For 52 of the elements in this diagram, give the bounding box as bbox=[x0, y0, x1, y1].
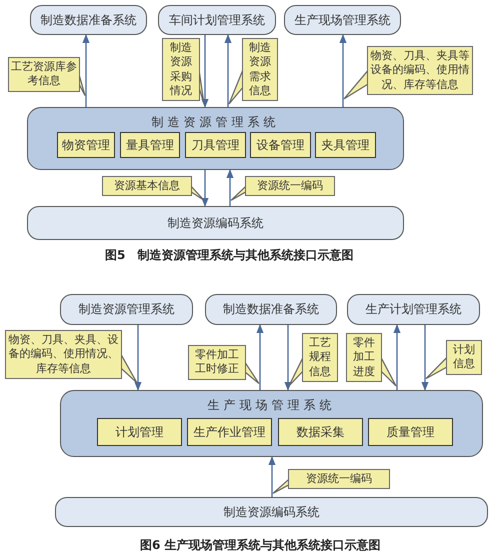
arrow bbox=[339, 34, 347, 107]
system-name: 质量管理 bbox=[386, 424, 434, 440]
figure-caption: 图5 制造资源管理系统与其他系统接口示意图 bbox=[105, 247, 354, 264]
system-name: 生产现场管理系统 bbox=[294, 12, 390, 28]
arrow bbox=[226, 169, 234, 206]
system-name: 生产计划管理系统 bbox=[366, 301, 462, 318]
system-group-box bbox=[27, 107, 404, 170]
system-name: 制造数据准备系统 bbox=[223, 301, 319, 318]
arrow bbox=[201, 35, 209, 108]
system-box bbox=[158, 5, 276, 35]
system-name: 制造资源编码系统 bbox=[224, 504, 320, 520]
system-name: 夹具管理 bbox=[322, 136, 370, 154]
group-title: 生产现场管理系统 bbox=[208, 397, 336, 414]
group-title: 制造资源管理系统 bbox=[152, 114, 280, 131]
system-name: 量具管理 bbox=[126, 136, 174, 154]
module-box bbox=[97, 418, 182, 446]
system-box bbox=[347, 294, 480, 325]
arrow bbox=[134, 325, 142, 391]
arrow bbox=[393, 324, 401, 390]
system-name: 物资管理 bbox=[62, 136, 110, 154]
system-box bbox=[284, 5, 401, 35]
system-box bbox=[55, 497, 488, 527]
system-box bbox=[60, 294, 193, 325]
module-box bbox=[315, 132, 376, 158]
module-box bbox=[278, 418, 363, 446]
module-box bbox=[368, 418, 453, 446]
system-box bbox=[27, 206, 404, 240]
system-box bbox=[30, 5, 147, 35]
module-box bbox=[57, 132, 115, 158]
system-group-box bbox=[60, 390, 483, 457]
arrow bbox=[284, 325, 292, 391]
system-name: 生产作业管理 bbox=[194, 424, 266, 440]
arrow bbox=[256, 324, 264, 390]
module-box bbox=[120, 132, 180, 158]
system-box bbox=[205, 294, 337, 325]
system-name: 车间计划管理系统 bbox=[169, 12, 265, 28]
system-name: 数据采集 bbox=[296, 424, 344, 440]
system-name: 制造数据准备系统 bbox=[40, 12, 136, 28]
module-box bbox=[185, 132, 246, 158]
system-name: 刀具管理 bbox=[192, 136, 240, 154]
figure-caption: 图6 生产现场管理系统与其他系统接口示意图 bbox=[140, 537, 381, 554]
arrow bbox=[201, 170, 209, 207]
module-box bbox=[250, 132, 311, 158]
arrow bbox=[421, 325, 429, 391]
arrow bbox=[82, 34, 90, 107]
arrow bbox=[224, 34, 232, 107]
module-box bbox=[187, 418, 272, 446]
system-name: 设备管理 bbox=[256, 136, 304, 154]
system-name: 制造资源编码系统 bbox=[168, 214, 264, 232]
system-name: 制造资源管理系统 bbox=[78, 301, 174, 318]
system-name: 计划管理 bbox=[116, 424, 164, 440]
arrow bbox=[268, 456, 276, 497]
